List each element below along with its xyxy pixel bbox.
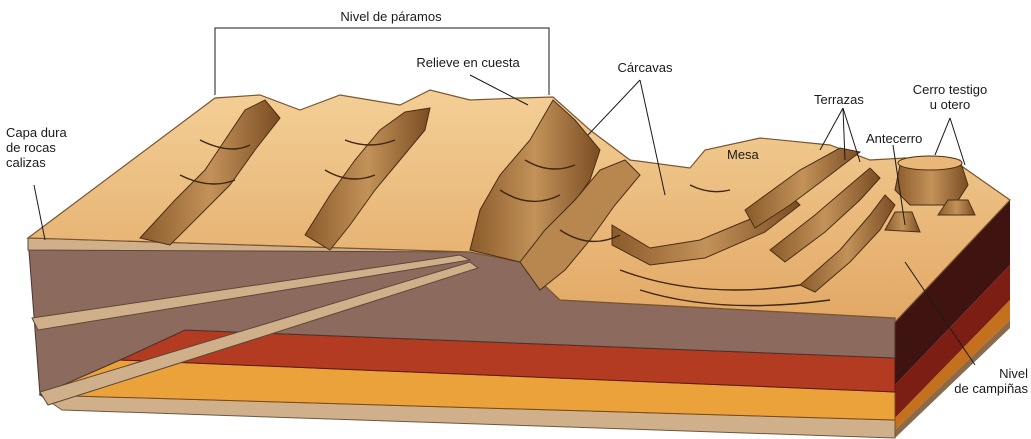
label-antecerro: Antecerro xyxy=(866,131,923,146)
label-mesa: Mesa xyxy=(727,147,759,162)
label-carcavas: Cárcavas xyxy=(617,60,673,75)
escarpments xyxy=(139,99,976,293)
label-terrazas: Terrazas xyxy=(814,92,864,107)
capa-dura-line-2: de rocas xyxy=(6,140,56,155)
capa-dura-leader xyxy=(33,184,46,241)
capa-dura-line-3: calizas xyxy=(6,155,46,170)
cerro-testigo-line-1: Cerro testigo xyxy=(912,82,988,97)
carcavas-leader-2 xyxy=(639,79,666,196)
campinas-line-2: de campiñas xyxy=(954,381,1028,396)
carcavas-leader-1 xyxy=(587,79,641,136)
antecerro-leader xyxy=(892,144,906,226)
label-nivel-paramos: Nivel de páramos xyxy=(340,9,442,24)
front-face-strata xyxy=(27,237,896,439)
campinas-line-1: Nivel xyxy=(999,366,1028,381)
gully-lines xyxy=(179,139,831,307)
label-capa-dura: Capa dura de rocas calizas xyxy=(6,125,67,170)
leader-lines xyxy=(33,27,976,366)
cerro-leader-1 xyxy=(934,117,951,156)
paramos-bracket xyxy=(214,27,550,95)
terrazas-leader-3 xyxy=(842,107,861,163)
cerro-testigo-line-2: u otero xyxy=(929,97,971,112)
cuesta-leader xyxy=(469,74,529,106)
capa-dura-line-1: Capa dura xyxy=(6,125,67,140)
campinas-leader xyxy=(904,261,976,366)
terrazas-leader-2 xyxy=(842,107,846,161)
label-nivel-campinas: Nivel de campiñas xyxy=(920,366,1028,396)
cerro-leader-2 xyxy=(949,117,966,166)
terrazas-leader-1 xyxy=(819,107,844,151)
label-relieve-cuesta: Relieve en cuesta xyxy=(416,55,520,70)
label-cerro-testigo: Cerro testigo u otero xyxy=(900,82,1000,112)
block-right-side xyxy=(895,200,1010,438)
